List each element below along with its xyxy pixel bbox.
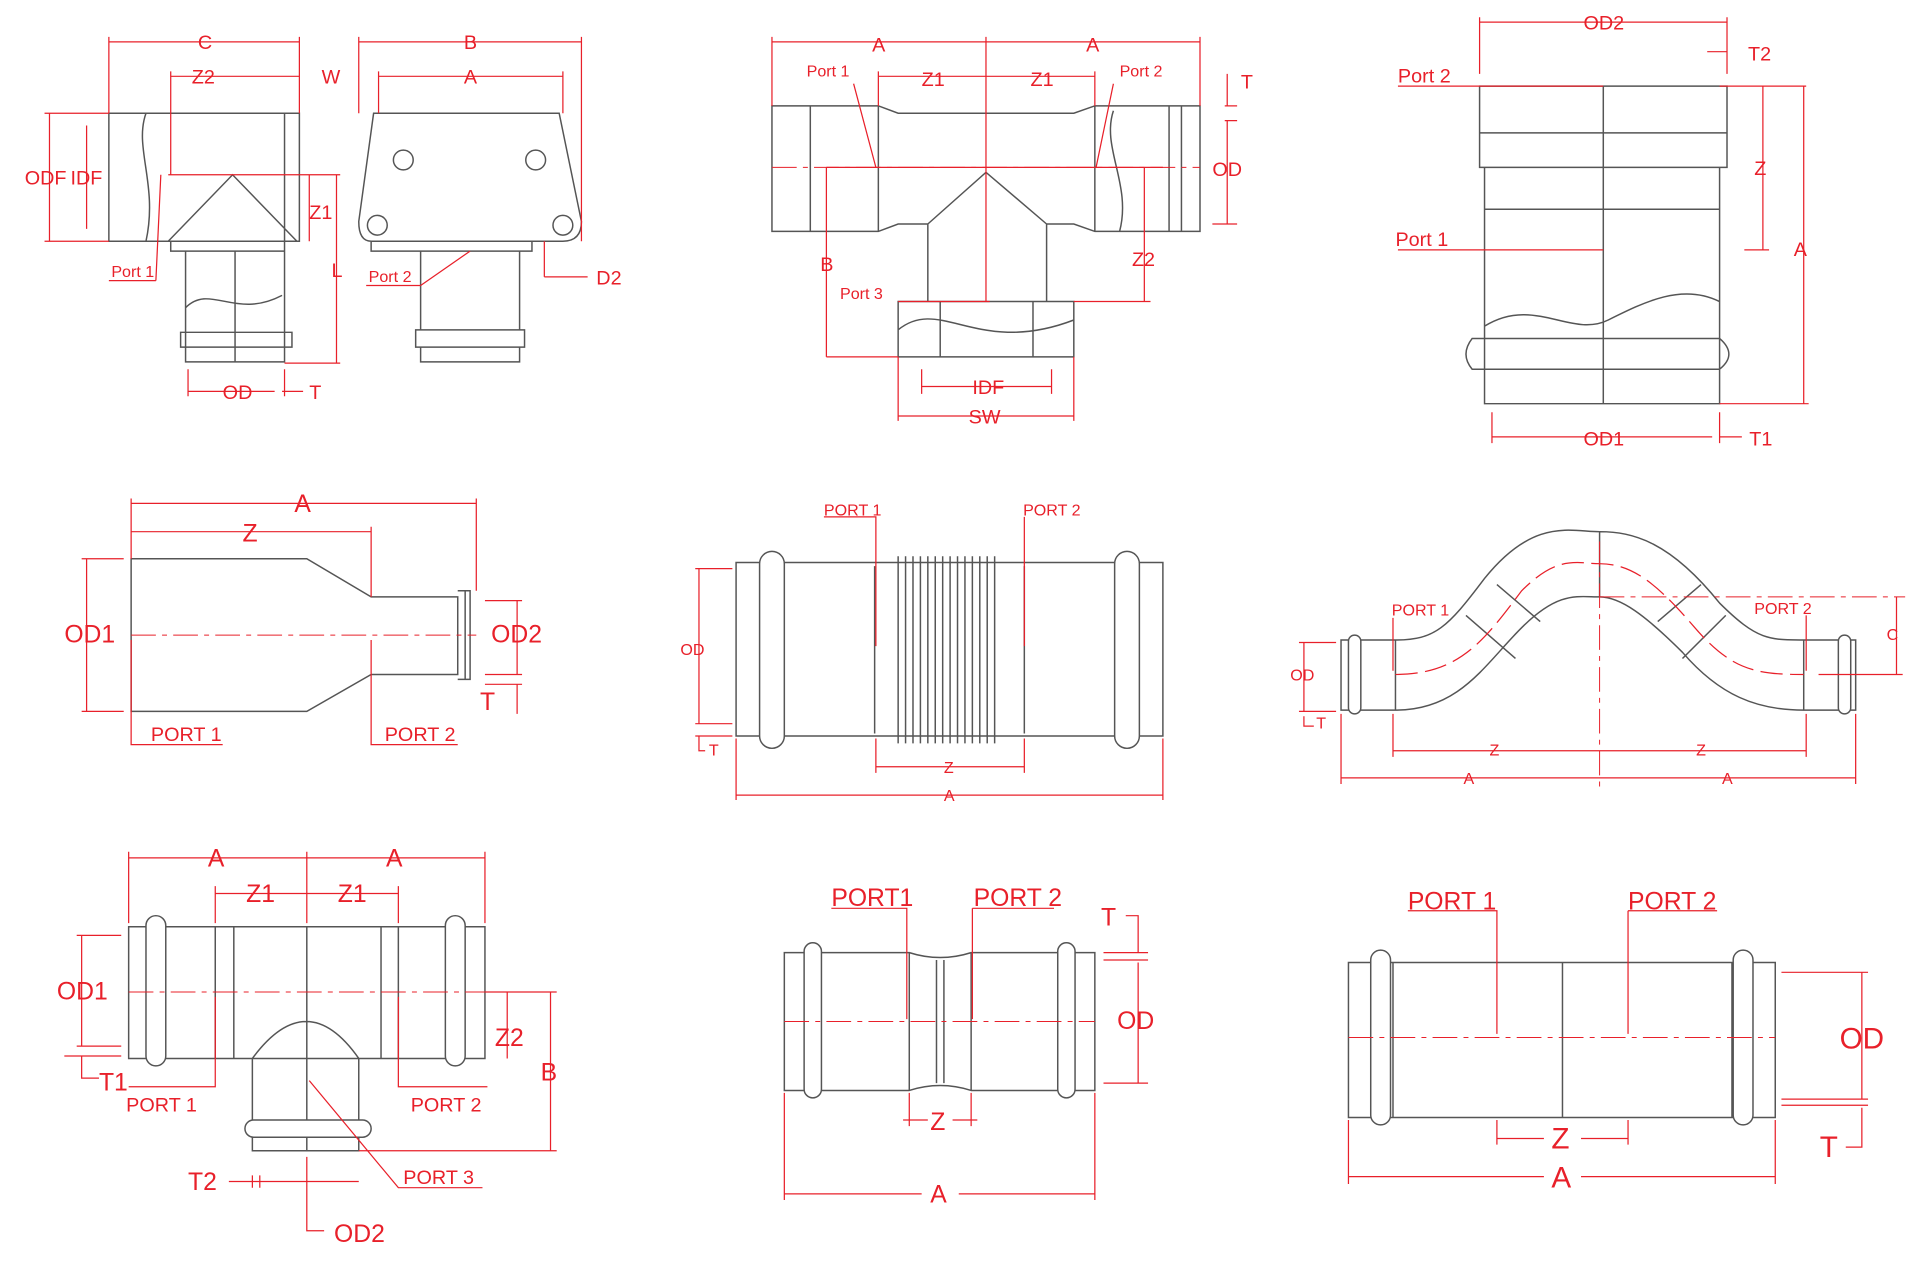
dim-label-od: OD — [223, 382, 253, 404]
dim-label-z: Z — [1754, 158, 1766, 180]
dim-label-a: A — [1551, 1162, 1571, 1195]
port-1-label: PORT 1 — [824, 502, 882, 520]
dim-label-od1: OD1 — [1584, 429, 1625, 451]
dim-label-z1-right: Z1 — [338, 881, 367, 908]
dim-label-t: T — [309, 382, 321, 404]
panel-coupling-with-stop: PORT1 PORT 2 T OD Z A — [783, 885, 1154, 1209]
dim-label-c: C — [1887, 626, 1899, 644]
port-1-label: PORT 1 — [1408, 889, 1496, 916]
dim-label-od: OD — [1117, 1008, 1154, 1035]
port-2-label: Port 2 — [1120, 62, 1163, 80]
dim-label-od: OD — [680, 641, 704, 659]
dim-label-odf: ODF — [25, 168, 67, 190]
port-2-label: Port 2 — [369, 268, 412, 286]
port-1-label: PORT 1 — [126, 1094, 197, 1116]
dim-label-od: OD — [1290, 667, 1314, 685]
dim-label-idf: IDF — [71, 168, 103, 190]
dim-label-a: A — [464, 67, 478, 89]
dim-label-b: B — [820, 254, 833, 276]
port-1-label: PORT1 — [831, 885, 913, 912]
dim-label-c: C — [198, 32, 212, 54]
dim-label-a: A — [1794, 239, 1808, 261]
dim-label-a-right: A — [1722, 770, 1733, 788]
dim-label-a: A — [294, 491, 311, 518]
port-2-label: PORT 2 — [1628, 889, 1716, 916]
dim-label-z1: Z1 — [309, 202, 332, 224]
dim-label-idf: IDF — [972, 377, 1004, 399]
panel-reducing-tee-threaded: A A Port 1 Z1 Z1 Port 2 T OD B Z2 Port 3… — [771, 35, 1253, 428]
panel-side-outlet-fitting: C B Z2 W A ODF IDF Z1 Port 1 Port 2 L D2… — [25, 32, 622, 403]
dim-label-a: A — [930, 1182, 947, 1209]
dim-label-od2: OD2 — [334, 1221, 385, 1248]
dim-label-z2: Z2 — [192, 67, 215, 89]
panel-crossover-bend: PORT 1 PORT 2 C OD T Z Z A A — [1290, 529, 1906, 788]
port-1-label: PORT 1 — [151, 724, 222, 746]
port-1-label: PORT 1 — [1392, 601, 1450, 619]
dim-label-z: Z — [242, 521, 257, 548]
dim-label-b: B — [464, 32, 477, 54]
dim-label-a-right: A — [386, 846, 403, 873]
dim-label-b: B — [541, 1060, 557, 1087]
port-1-label: Port 1 — [807, 62, 850, 80]
panel-reducer-vertical: OD2 T2 Port 2 Z Port 1 A OD1 T1 — [1395, 13, 1809, 451]
dim-label-z: Z — [930, 1109, 945, 1136]
dim-label-d2: D2 — [596, 267, 621, 289]
dim-label-od: OD — [1212, 159, 1242, 181]
port-1-label: Port 1 — [111, 263, 154, 281]
dim-label-t1: T1 — [1749, 429, 1772, 451]
port-2-label: PORT 2 — [1023, 502, 1081, 520]
dim-label-z1-right: Z1 — [1031, 69, 1054, 91]
dim-label-od1: OD1 — [57, 978, 108, 1005]
dim-label-z-right: Z — [1696, 742, 1706, 760]
dim-label-od2: OD2 — [491, 622, 542, 649]
dim-label-z: Z — [944, 759, 954, 777]
port-3-label: Port 3 — [840, 285, 883, 303]
dim-label-t2: T2 — [1748, 43, 1771, 65]
dim-label-z2: Z2 — [495, 1025, 524, 1052]
dim-label-od2: OD2 — [1584, 13, 1625, 35]
port-2-label: PORT 2 — [974, 885, 1062, 912]
port-2-label: PORT 2 — [411, 1094, 482, 1116]
dim-label-t: T — [709, 742, 719, 760]
dim-label-z1-left: Z1 — [246, 881, 275, 908]
panel-bellows-coupling: PORT 1 PORT 2 OD T Z A — [680, 502, 1164, 805]
port-1-label: Port 1 — [1395, 229, 1448, 251]
dim-label-z: Z — [1551, 1122, 1569, 1155]
dim-label-l: L — [332, 260, 343, 282]
dim-label-t: T — [1820, 1131, 1838, 1164]
dim-label-w: W — [322, 67, 341, 89]
dim-label-t: T — [1241, 72, 1253, 94]
port-3-label: PORT 3 — [403, 1167, 474, 1189]
dim-label-a: A — [944, 787, 955, 805]
dim-label-t: T — [1101, 905, 1116, 932]
dim-label-a-left: A — [1464, 770, 1475, 788]
dim-label-a-right: A — [1086, 35, 1100, 57]
dim-label-t: T — [480, 689, 495, 716]
dim-label-z1-left: Z1 — [922, 69, 945, 91]
dim-label-t2: T2 — [188, 1169, 217, 1196]
dim-label-z-left: Z — [1489, 742, 1499, 760]
port-2-label: PORT 2 — [1754, 600, 1812, 618]
dim-label-a-left: A — [872, 35, 886, 57]
dim-label-t1: T1 — [99, 1070, 128, 1097]
dim-label-z2: Z2 — [1132, 249, 1155, 271]
panel-concentric-reducer: A Z OD1 OD2 T PORT 1 PORT 2 — [64, 491, 542, 746]
dim-label-sw: SW — [969, 406, 1001, 428]
panel-reducing-tee: A A Z1 Z1 OD1 T1 Z2 B PORT 1 PORT 2 PORT… — [57, 846, 557, 1248]
port-2-label: PORT 2 — [385, 724, 456, 746]
dim-label-t: T — [1316, 715, 1326, 733]
dim-label-a-left: A — [208, 846, 225, 873]
dim-label-od1: OD1 — [64, 622, 115, 649]
panel-slip-coupling: PORT 1 PORT 2 OD Z T A — [1347, 889, 1885, 1195]
port-2-label: Port 2 — [1398, 66, 1451, 88]
dim-label-od: OD — [1840, 1023, 1885, 1056]
